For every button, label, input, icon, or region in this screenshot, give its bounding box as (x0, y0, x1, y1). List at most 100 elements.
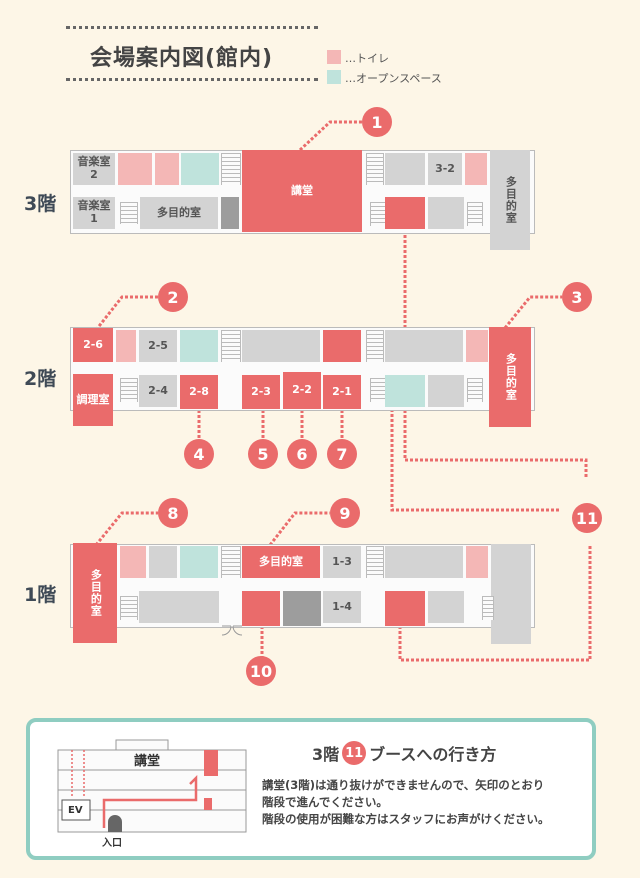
room-2f-east-lower (428, 375, 464, 407)
badge-10: 10 (246, 656, 276, 686)
booth-4-r2-8[interactable]: 2-8 (180, 375, 218, 409)
booth-7-r2-1[interactable]: 2-1 (323, 375, 361, 409)
booth-3-multi-purpose-2f[interactable]: 多目的室 (489, 327, 531, 427)
booth-8-multi-purpose[interactable]: 多目的室 (73, 543, 117, 643)
badge-4: 4 (184, 439, 214, 469)
room-3-2[interactable]: 3-2 (428, 153, 462, 185)
room-multi-purpose-3f-east[interactable]: 多目的室 (490, 150, 530, 250)
mini-map-ev-label: EV (68, 805, 83, 816)
toilet-3f-west-1 (118, 153, 152, 185)
room-1f-east (491, 544, 531, 644)
title-top-rule (66, 26, 318, 29)
stairs-2f-east-lower (370, 378, 386, 402)
room-1f-dark (283, 591, 321, 626)
leader-3 (503, 295, 562, 329)
stairs-2f-west-lower (120, 378, 138, 402)
stairs-3f-east-2 (467, 202, 483, 226)
page-title: 会場案内図(館内) (90, 46, 274, 71)
legend-open-space-swatch (327, 70, 341, 84)
legend-toilet-label: …トイレ (345, 52, 389, 65)
room-3f-center (385, 153, 425, 185)
badge-9: 9 (330, 498, 360, 528)
route-text-line-1: 講堂(3階)は通り抜けができませんので、矢印のとおり (262, 778, 545, 792)
booth-10[interactable] (242, 591, 280, 626)
room-2f-east-upper (385, 330, 463, 362)
booth-2-cooking[interactable]: 調理室 (73, 374, 113, 426)
route-11-lower (398, 546, 592, 662)
badge-5: 5 (248, 439, 278, 469)
stairs-3f-east-1 (370, 202, 386, 226)
floor-2-label: 2階 (24, 368, 57, 390)
booth-3f-route-2f (323, 330, 361, 362)
open-space-2f-east (385, 375, 425, 407)
stairs-1f-east (482, 596, 494, 620)
room-1f-west-upper (149, 546, 177, 578)
room-1-3[interactable]: 1-3 (323, 546, 361, 578)
booth-11[interactable] (385, 197, 425, 229)
route-panel-text: 講堂(3階)は通り抜けができませんので、矢印のとおり 階段で進んでください。 階… (262, 777, 550, 828)
room-1f-east-upper (385, 546, 463, 578)
room-2-5[interactable]: 2-5 (139, 330, 177, 362)
booth-11-route-1f (385, 591, 425, 626)
room-multi-purpose-3f[interactable]: 多目的室 (140, 197, 218, 229)
leader-8 (94, 511, 158, 546)
stairs-2f-east-2 (467, 378, 483, 402)
room-2-4[interactable]: 2-4 (139, 375, 177, 407)
legend-toilet-swatch (327, 50, 341, 64)
badge-6: 6 (287, 439, 317, 469)
room-3f-storage (221, 197, 239, 229)
stairs-3f-west (221, 153, 241, 185)
toilet-3f-west-2 (155, 153, 179, 185)
room-3f-east-lower (428, 197, 464, 229)
route-text-line-3: 階段の使用が困難な方はスタッフにお声がけください。 (262, 812, 550, 826)
route-11-mid (365, 344, 560, 512)
route-panel-title: 3階 11 ブースへの行き方 (312, 741, 496, 765)
floor-1-label: 1階 (24, 584, 57, 606)
badge-2: 2 (158, 282, 188, 312)
toilet-3f-east (465, 153, 487, 185)
title-bottom-rule (66, 78, 318, 81)
open-space-1f (180, 546, 218, 578)
toilet-1f-west (120, 546, 146, 578)
booth-6-r2-2[interactable]: 2-2 (283, 372, 321, 409)
open-space-3f (181, 153, 219, 185)
badge-11: 11 (572, 503, 602, 533)
route-title-suffix: ブースへの行き方 (369, 745, 497, 764)
room-2f-center-upper (242, 330, 320, 362)
route-title-badge: 11 (342, 741, 367, 765)
badge-1: 1 (362, 107, 392, 137)
route-title-prefix: 3階 (312, 745, 340, 764)
leader-2 (94, 295, 158, 331)
stairs-1f-center (366, 546, 384, 578)
leader-1 (298, 120, 362, 152)
open-space-2f-west (180, 330, 218, 362)
badge-7: 7 (327, 439, 357, 469)
booth-9-multi-purpose[interactable]: 多目的室 (242, 546, 320, 578)
room-music-1[interactable]: 音楽室 1 (73, 197, 115, 229)
stairs-1f-west (221, 546, 241, 578)
room-1f-west-lower (139, 591, 219, 623)
room-1-4[interactable]: 1-4 (323, 591, 361, 623)
room-1f-east-lower (428, 591, 464, 623)
route-mini-map (57, 739, 247, 833)
toilet-1f-east (466, 546, 488, 578)
stairs-2f-west (221, 330, 241, 362)
stairs-3f-center (366, 153, 384, 185)
badge-8: 8 (158, 498, 188, 528)
booth-5-r2-3[interactable]: 2-3 (242, 375, 280, 409)
toilet-2f-west (116, 330, 136, 362)
mini-map-auditorium-label: 講堂 (134, 754, 161, 769)
leader-9 (268, 511, 330, 546)
legend-open-space-label: …オープンスペース (345, 72, 442, 85)
stairs-1f-west-lower (120, 596, 138, 620)
booth-2-r2-6[interactable]: 2-6 (73, 328, 113, 362)
booth-1-auditorium[interactable]: 講堂 (242, 150, 362, 232)
stairs-2f-center (366, 330, 384, 362)
door-icon (221, 625, 243, 636)
toilet-2f-east (466, 330, 488, 362)
badge-3: 3 (562, 282, 592, 312)
mini-map-entrance-label: 入口 (102, 838, 122, 849)
floor-3-label: 3階 (24, 193, 57, 215)
room-music-2[interactable]: 音楽室 2 (73, 153, 115, 185)
stairs-3f-west-lower (120, 202, 138, 224)
